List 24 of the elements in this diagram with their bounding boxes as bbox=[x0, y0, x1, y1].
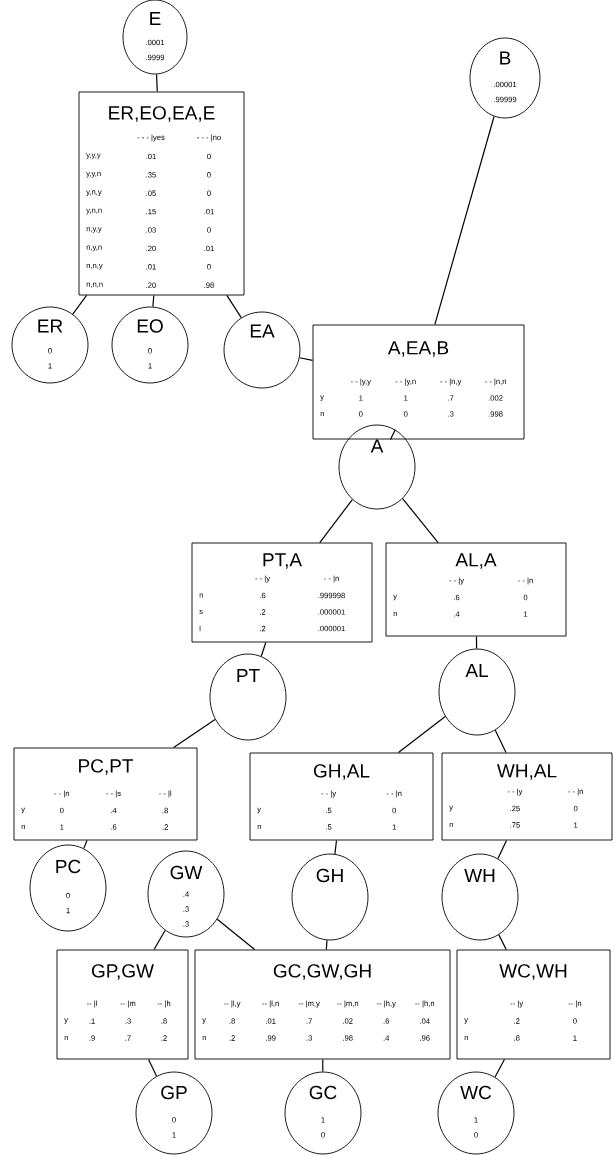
connector-line bbox=[397, 715, 446, 754]
connector-line bbox=[299, 357, 314, 361]
connector-line bbox=[498, 934, 507, 951]
connector-line bbox=[72, 294, 88, 315]
connector-line bbox=[402, 498, 439, 544]
connector-line bbox=[83, 839, 88, 849]
connector-line bbox=[319, 498, 353, 544]
connector-line bbox=[389, 429, 396, 441]
connector-line bbox=[152, 294, 155, 308]
connector-line bbox=[155, 73, 158, 93]
connector-line bbox=[322, 1058, 324, 1073]
connector-line bbox=[226, 294, 242, 319]
connector-line bbox=[173, 718, 216, 749]
connector-line bbox=[148, 1058, 158, 1077]
connector-line bbox=[334, 839, 338, 855]
connector-line bbox=[475, 635, 478, 650]
connector-line bbox=[325, 939, 328, 951]
connector-line bbox=[216, 918, 256, 951]
connector-line bbox=[434, 115, 495, 326]
connector-line bbox=[260, 641, 267, 657]
connector-line bbox=[153, 929, 166, 951]
connector-line bbox=[494, 1058, 505, 1078]
connector-line bbox=[494, 729, 507, 754]
connector-line bbox=[497, 839, 508, 860]
